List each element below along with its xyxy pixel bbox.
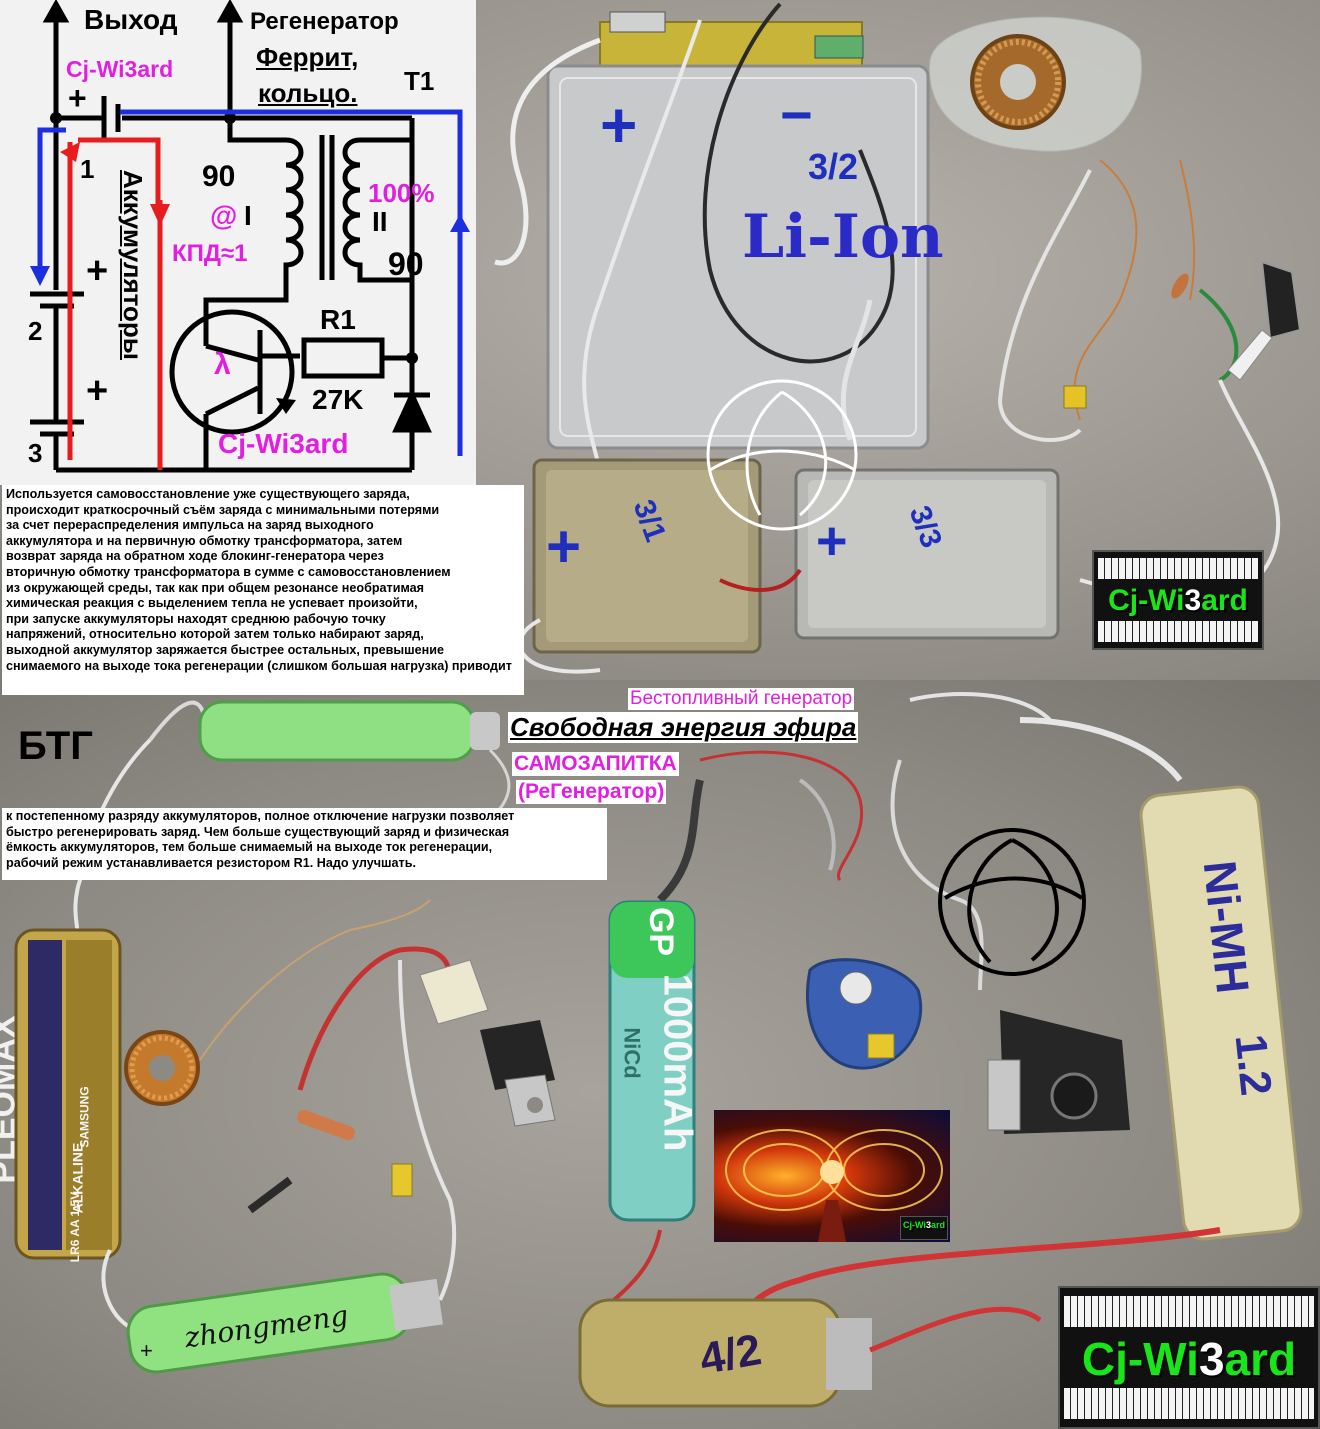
battery-num-3: 3 xyxy=(28,438,43,468)
brand-label-top: Cj-Wi3ard xyxy=(66,56,174,82)
turns-secondary: 90 xyxy=(388,246,424,282)
triquetra-symbol-top xyxy=(706,379,858,531)
liion-minus-label: − xyxy=(780,83,813,146)
logo-large-name-b: 3 xyxy=(1198,1333,1225,1385)
t1-label: T1 xyxy=(404,66,435,96)
logo-tiny: Cj-Wi3ard xyxy=(900,1216,948,1240)
aa-maker: SAMSUNG xyxy=(77,1086,92,1148)
transistor-to220 xyxy=(1000,1010,1130,1134)
description-text: Используется самовосстановление уже суще… xyxy=(2,485,524,695)
regen-title: Регенератор xyxy=(250,8,399,35)
logo-large-name-a: Cj-Wi xyxy=(1081,1333,1199,1385)
gp-capacity: 1000mAh xyxy=(655,973,700,1152)
brand-label-bottom: Cj-Wi3ard xyxy=(218,428,349,459)
aa-brand: PLEOMAX xyxy=(0,1015,23,1184)
logo-tiny-name-b: 3 xyxy=(925,1220,931,1230)
free-energy-title: Свободная энергия эфира xyxy=(508,712,859,743)
energy-art-image: Cj-Wi3ard xyxy=(714,1110,950,1242)
at-symbol: @ xyxy=(210,200,238,231)
zhongmeng-plus: + xyxy=(140,1338,153,1363)
battery-num-2: 2 xyxy=(28,316,43,346)
plus-top: + xyxy=(68,80,87,116)
logo-tiny-name-c: ard xyxy=(930,1220,945,1230)
output-label: Выход xyxy=(84,4,178,35)
transistor-bottom xyxy=(480,1020,555,1090)
logo-small-name-b: 3 xyxy=(1184,584,1202,617)
battery-num-1: 1 xyxy=(80,154,95,184)
efficiency-label: КПД≈1 xyxy=(172,240,248,267)
plus-3: + xyxy=(86,370,109,412)
schematic-drawing xyxy=(30,0,470,473)
liion-number: 3/2 xyxy=(808,146,859,187)
logo-small: Cj-Wi3ard xyxy=(1092,550,1264,650)
fuelless-generator-title: Бестопливный генератор xyxy=(628,688,855,710)
percent-label: 100% xyxy=(368,178,435,208)
aa-model: LR6 AA 1.5V xyxy=(68,1191,83,1263)
turns-primary: 90 xyxy=(202,160,236,193)
logo-small-name-a: Cj-Wi xyxy=(1108,584,1185,617)
gp-chemistry: NiCd xyxy=(619,1027,645,1079)
logo-large: Cj-Wi3ard xyxy=(1058,1286,1320,1429)
logo-small-keys-top xyxy=(1098,558,1258,580)
logo-small-keys-bottom xyxy=(1098,620,1258,642)
yellow-cell-label: 4/2 xyxy=(696,1325,765,1384)
batteries-label: Аккумуляторы xyxy=(118,170,148,360)
logo-large-name-c: ard xyxy=(1224,1333,1297,1385)
transistor-top xyxy=(1260,260,1302,340)
ferrite-label: Феррит, xyxy=(256,42,359,72)
logo-large-keys-top xyxy=(1064,1296,1314,1327)
schematic-panel: Выход Регенератор Феррит, кольцо. T1 Cj-… xyxy=(0,0,476,485)
winding-i: I xyxy=(244,200,252,231)
logo-small-name-c: ard xyxy=(1201,584,1248,617)
self-powered-title: САМОЗАПИТКА xyxy=(512,752,679,776)
liion-label: Li-Ion xyxy=(742,202,944,272)
nimh-number: 1.2 xyxy=(1225,1031,1281,1098)
lambda-symbol: λ xyxy=(214,348,231,381)
logo-tiny-name-a: Cj-Wi xyxy=(903,1220,926,1230)
winding-ii: II xyxy=(372,206,388,237)
gp-brand: GP xyxy=(642,906,681,957)
cell-a-plus: + xyxy=(546,513,582,580)
ring-label: кольцо. xyxy=(258,78,358,108)
nimh-cell xyxy=(1139,785,1303,1241)
r1-value: 27K xyxy=(312,384,364,415)
cell-b-plus: + xyxy=(816,511,848,571)
plus-2: + xyxy=(86,250,109,292)
logo-large-keys-bottom xyxy=(1064,1388,1314,1419)
regenerator-title: (РеГенератор) xyxy=(516,780,667,804)
r1-label: R1 xyxy=(320,304,356,335)
btg-title: БТГ xyxy=(18,724,93,768)
energy-art-drawing xyxy=(725,1129,943,1242)
liion-plus-label: + xyxy=(600,89,638,161)
description-text-continued: к постепенному разряду аккумуляторов, по… xyxy=(2,808,607,880)
triquetra-symbol-bottom xyxy=(938,828,1086,976)
